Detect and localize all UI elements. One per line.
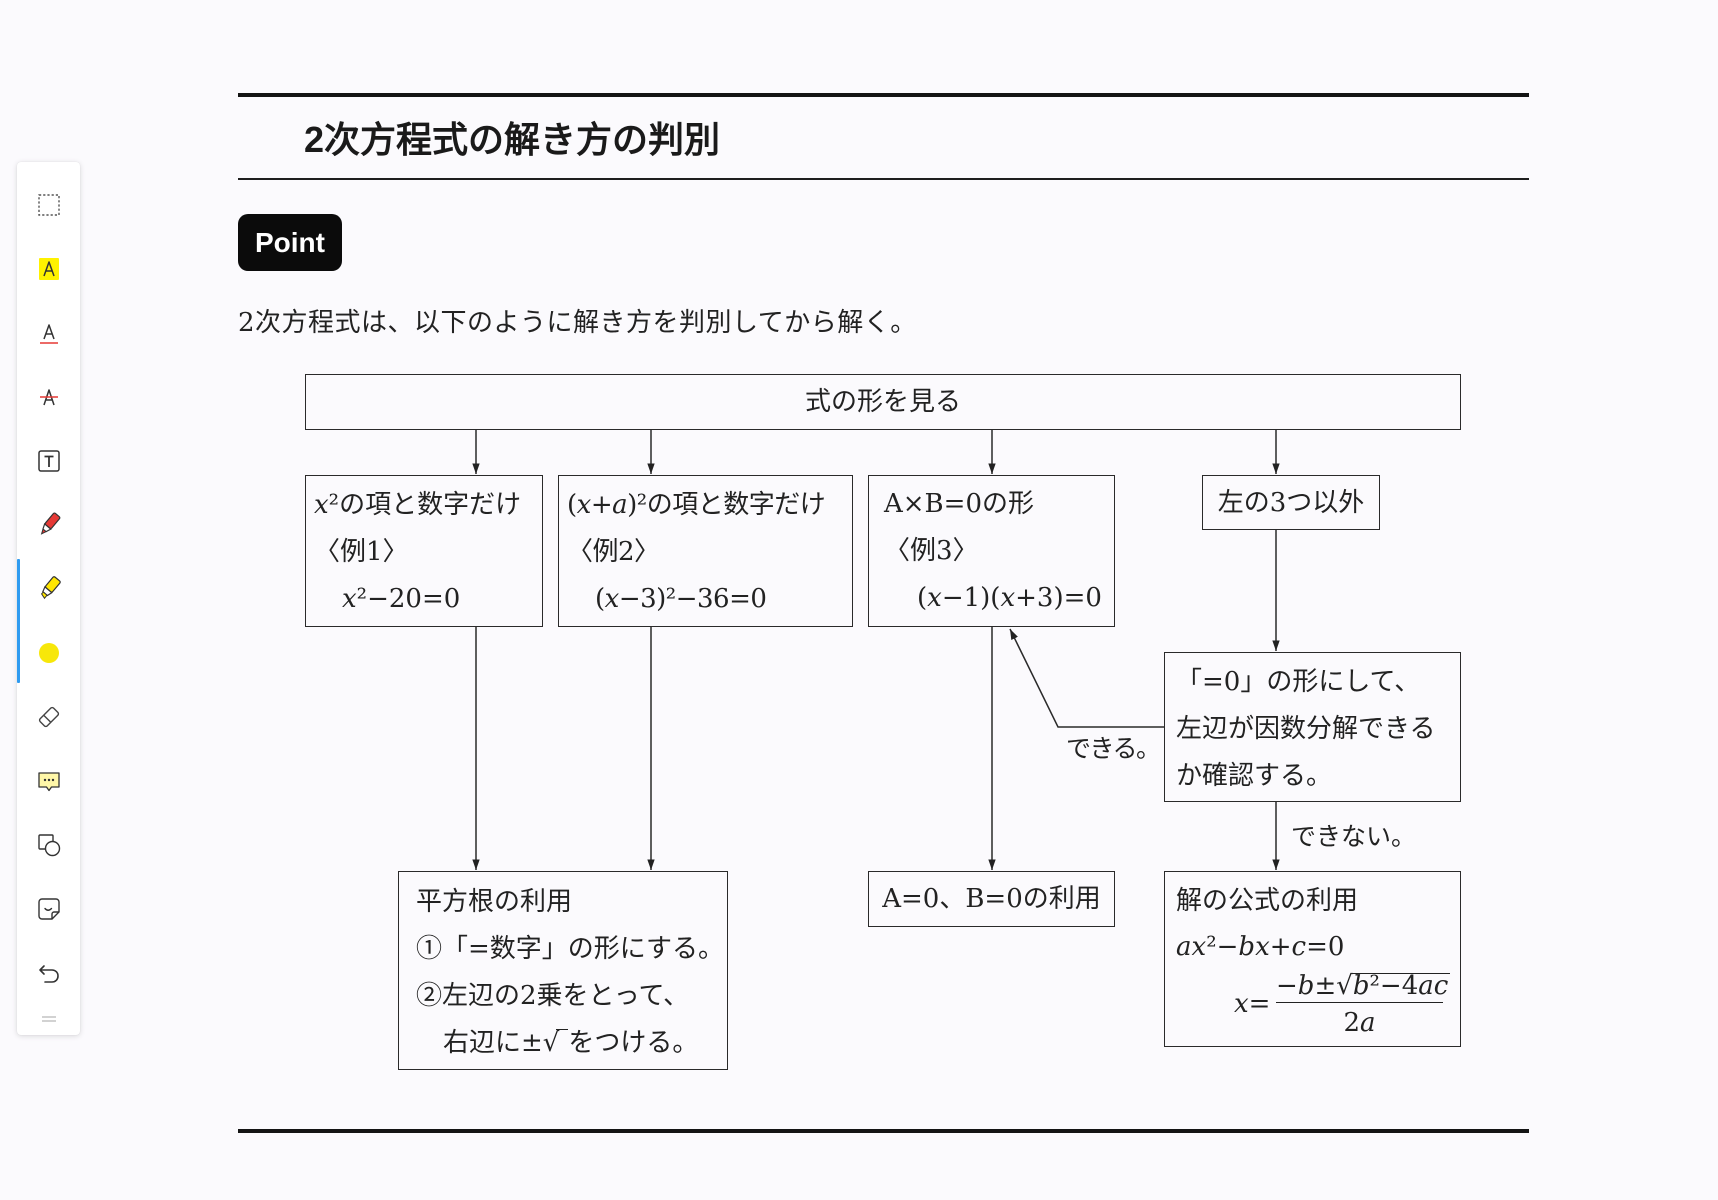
case-box-1: x²の項と数字だけ 〈例1〉 x²−20=0 [305, 475, 543, 627]
drag-handle-icon [35, 1005, 63, 1033]
sticker-tool-button[interactable] [17, 877, 80, 941]
numerator-prefix: −b± [1276, 971, 1337, 1001]
underline-text-button[interactable] [17, 301, 80, 365]
radical-overline [556, 1029, 569, 1051]
active-tool-indicator [17, 559, 20, 683]
case-box-4: 左の3つ以外 [1202, 475, 1380, 530]
shapes-icon [35, 831, 63, 859]
case3-line-1: A×B=0の形 [884, 489, 1034, 519]
undo-button[interactable] [17, 941, 80, 1005]
flow-start-label: 式の形を見る [804, 387, 961, 417]
factor-check-box: 「=0」の形にして、 左辺が因数分解できる か確認する。 [1164, 652, 1461, 802]
quadratic-equation: ax²−bx+c=0 [1176, 932, 1345, 962]
sqrt-line-3: ②左辺の2乗をとって、 [416, 981, 690, 1011]
eraser-tool-button[interactable] [17, 685, 80, 749]
yes-label: できる。 [1066, 734, 1161, 763]
toolbar-drag-handle[interactable] [17, 1005, 80, 1033]
sqrt-line-4: 右辺に±√ をつける。 [416, 1020, 727, 1067]
sqrt-line-4-before: 右辺に± [443, 1028, 543, 1058]
eraser-icon [35, 703, 63, 731]
case-box-3: A×B=0の形 〈例3〉 (x−1)(x+3)=0 [868, 475, 1115, 627]
text-box-button[interactable] [17, 429, 80, 493]
sqrt-line-1: 平方根の利用 [416, 887, 573, 917]
intro-text: 2次方程式は、以下のように解き方を判別してから解く。 [238, 308, 917, 338]
flow-start-box: 式の形を見る [305, 374, 1461, 430]
sqrt-line-4-after: をつける。 [568, 1028, 699, 1058]
highlighter-icon [35, 575, 63, 603]
underline-text-icon [35, 319, 63, 347]
case1-line-1: x²の項と数字だけ [314, 490, 522, 520]
bottom-rule [238, 1129, 1529, 1133]
comment-icon [35, 767, 63, 795]
sqrt-line-2: ①「=数字」の形にする。 [416, 934, 725, 964]
pen-tool-button[interactable] [17, 493, 80, 557]
formula-radical-sign: √ [1336, 971, 1353, 1001]
no-label: できない。 [1291, 822, 1417, 851]
shapes-tool-button[interactable] [17, 813, 80, 877]
strikethrough-text-button[interactable] [17, 365, 80, 429]
title-rule [238, 178, 1529, 180]
check-line-1: 「=0」の形にして、 [1176, 667, 1421, 697]
select-rectangle-icon [35, 191, 63, 219]
formula-lhs: x= [1234, 989, 1271, 1019]
formula-numerator: −b±√b²−4ac [1276, 971, 1451, 1003]
color-dot-icon [35, 639, 63, 667]
sticker-icon [35, 895, 63, 923]
factor-result-box: A=0、B=0の利用 [868, 871, 1115, 927]
case1-line-3: x²−20=0 [342, 584, 461, 614]
case2-line-2: 〈例2〉 [567, 537, 660, 567]
radical-sign: √ [542, 1028, 560, 1058]
point-badge: Point [238, 214, 342, 271]
text-box-icon [35, 447, 63, 475]
formula-result-box: 解の公式の利用 ax²−bx+c=0 x= −b±√b²−4ac 2a [1164, 871, 1461, 1047]
quadratic-formula-fraction: −b±√b²−4ac 2a [1276, 971, 1451, 1038]
case3-line-2: 〈例3〉 [884, 536, 979, 566]
square-root-result-box: 平方根の利用 ①「=数字」の形にする。 ②左辺の2乗をとって、 右辺に±√ をつけ… [398, 871, 728, 1070]
highlighter-tool-button[interactable] [17, 557, 80, 621]
case2-line-3: (x−3)²−36=0 [595, 584, 767, 614]
highlight-text-icon [35, 255, 63, 283]
undo-icon [35, 959, 63, 987]
select-tool-button[interactable] [17, 173, 80, 237]
case2-line-1: (x+a)²の項と数字だけ [567, 490, 826, 520]
formula-denominator: 2a [1343, 1008, 1376, 1038]
case3-line-3: (x−1)(x+3)=0 [917, 583, 1102, 613]
case1-line-2: 〈例1〉 [314, 537, 409, 567]
formula-radicand: b²−4ac [1350, 971, 1451, 1001]
highlight-text-button[interactable] [17, 237, 80, 301]
check-line-3: か確認する。 [1176, 761, 1333, 791]
annotation-toolbar [17, 162, 80, 1035]
top-rule [238, 93, 1529, 97]
case4-line-1: 左の3つ以外 [1217, 487, 1365, 518]
factor-result-label: A=0、B=0の利用 [882, 884, 1101, 914]
pen-icon [35, 511, 63, 539]
color-picker-button[interactable] [17, 621, 80, 685]
arrow-check-to-case3 [1009, 628, 1164, 728]
case-box-2: (x+a)²の項と数字だけ 〈例2〉 (x−3)²−36=0 [558, 475, 853, 627]
strikethrough-text-icon [35, 383, 63, 411]
check-line-2: 左辺が因数分解できる [1176, 714, 1436, 744]
page-title: 2次方程式の解き方の判別 [304, 119, 721, 160]
comment-tool-button[interactable] [17, 749, 80, 813]
formula-title: 解の公式の利用 [1176, 886, 1359, 916]
